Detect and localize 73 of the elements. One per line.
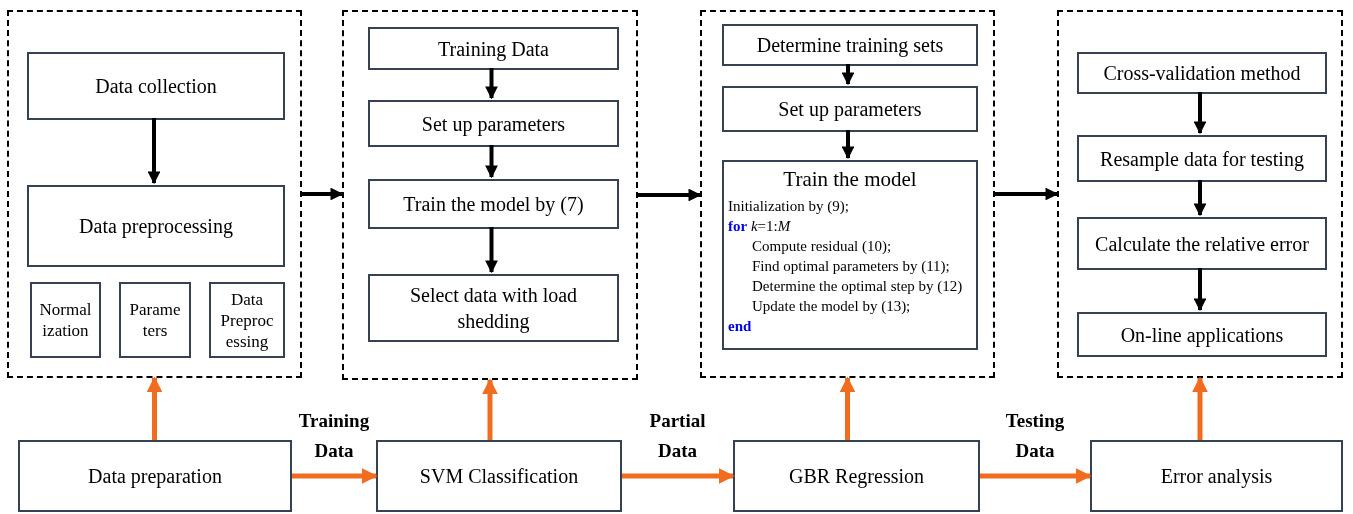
box-label: Set up parameters	[420, 111, 567, 137]
pseudocode-line: Determine the optimal step by (12)	[751, 277, 964, 296]
dashed-group-box	[7, 10, 302, 378]
box-heading: Train the model	[783, 166, 917, 192]
arrow	[485, 227, 498, 274]
box-label: Select data with load shedding	[408, 283, 579, 334]
process-box	[368, 27, 619, 70]
process-box	[27, 52, 285, 120]
edge-label: Partial Data	[648, 409, 707, 463]
box-label: Set up parameters	[777, 97, 923, 122]
box-label: Normal ization	[38, 299, 93, 341]
edge-label: Training Data	[297, 409, 371, 463]
arrow	[995, 187, 1059, 201]
arrow	[1192, 376, 1208, 440]
arrow	[302, 187, 344, 201]
pseudocode-line: Update the model by (13);	[751, 297, 912, 316]
box-label: Calculate the relative error	[1094, 231, 1310, 257]
box-label: Data Preproc essing	[219, 288, 275, 352]
box-label: Cross-validation method	[1102, 61, 1302, 86]
arrow	[1193, 268, 1207, 312]
dashed-group-box	[342, 10, 638, 380]
box-label: Data preparation	[87, 464, 223, 489]
arrow	[622, 468, 735, 484]
arrow	[146, 376, 163, 440]
arrow	[1193, 92, 1207, 135]
process-box	[733, 440, 980, 512]
box-label: SVM Classification	[418, 464, 580, 489]
process-box	[119, 282, 191, 358]
arrow	[841, 64, 855, 86]
process-box	[1090, 440, 1343, 512]
pseudocode-line: Find optimal parameters by (11);	[751, 257, 951, 276]
process-box	[27, 185, 285, 267]
process-box	[1077, 312, 1327, 357]
process-box	[1077, 52, 1327, 94]
process-box	[376, 440, 622, 512]
pseudocode-line: Compute residual (10);	[751, 237, 893, 256]
arrow	[638, 188, 702, 202]
box-label: Training Data	[437, 36, 550, 62]
box-label: Parame ters	[128, 299, 182, 341]
process-box	[368, 100, 619, 147]
box-label: Resample data for testing	[1099, 146, 1305, 172]
arrow	[485, 145, 498, 179]
box-label: Train the model by (7)	[402, 192, 585, 217]
arrow	[292, 468, 378, 484]
process-box	[722, 160, 978, 350]
process-box	[30, 282, 101, 358]
box-label: On-line applications	[1119, 322, 1285, 348]
box-label: Determine training sets	[755, 33, 945, 58]
edge-label: Testing Data	[1004, 409, 1066, 463]
arrow	[841, 130, 855, 160]
pseudocode-line: for k=1:M	[728, 217, 792, 236]
arrow	[147, 118, 161, 185]
box-label: GBR Regression	[788, 464, 925, 489]
pseudocode-line: end	[728, 317, 753, 336]
arrow	[1193, 180, 1207, 217]
arrow	[980, 468, 1092, 484]
arrow	[485, 68, 498, 100]
process-box	[722, 24, 978, 66]
dashed-group-box	[1057, 10, 1343, 378]
process-box	[18, 440, 292, 512]
box-label: Error analysis	[1159, 464, 1274, 489]
dashed-group-box	[700, 10, 995, 378]
process-box	[1077, 217, 1327, 270]
process-box	[368, 274, 619, 342]
arrow	[482, 378, 498, 440]
process-box	[1077, 135, 1327, 182]
box-label: Data preprocessing	[78, 214, 234, 239]
process-box	[368, 179, 619, 229]
process-box	[209, 282, 285, 358]
box-label: Data collection	[94, 74, 218, 99]
process-box	[722, 86, 978, 132]
arrow	[839, 376, 856, 440]
pseudocode-line: Initialization by (9);	[728, 197, 850, 216]
